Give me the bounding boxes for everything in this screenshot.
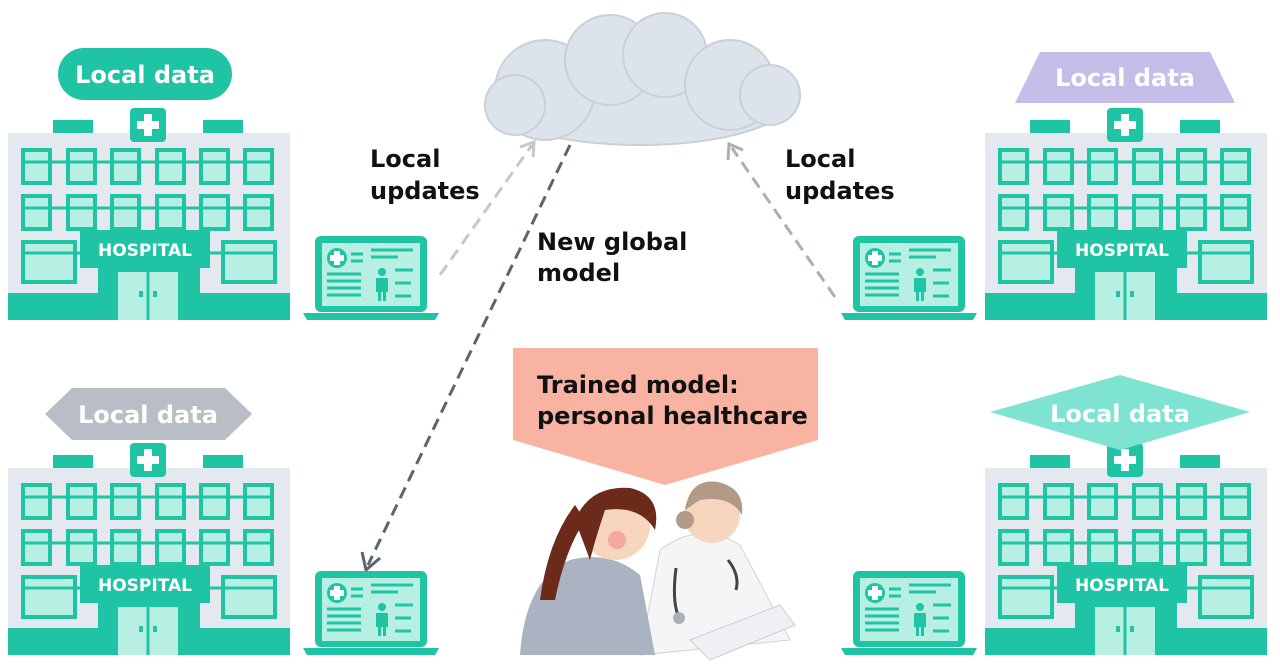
cloud-icon — [484, 12, 801, 146]
local-data-label: Local data — [75, 61, 215, 89]
arrow-new-global-model — [366, 144, 572, 566]
laptop-icon — [839, 234, 979, 322]
trained-model-callout — [513, 348, 818, 485]
hospital-top-right: HOSPITAL — [983, 106, 1269, 322]
laptop-icon — [301, 234, 441, 322]
hospital-sign: HOSPITAL — [1075, 241, 1169, 261]
local-updates-left-line1: Local — [370, 145, 440, 173]
laptop-icon — [301, 569, 441, 657]
local-data-label: Local data — [1055, 64, 1195, 92]
local-data-label: Local data — [78, 401, 218, 429]
callout-line2: personal healthcare — [537, 402, 808, 430]
local-data-label: Local data — [1050, 400, 1190, 428]
local-updates-right-line1: Local — [785, 145, 855, 173]
arrow-local-updates-left — [438, 144, 534, 276]
hospital-bottom-right: HOSPITAL — [983, 441, 1269, 657]
callout-line1: Trained model: — [537, 371, 739, 399]
hospital-top-left: HOSPITAL — [6, 106, 292, 322]
patient-doctor-illustration — [520, 481, 796, 661]
hospital-bottom-left: HOSPITAL — [6, 441, 292, 657]
laptop-icon — [839, 569, 979, 657]
hospital-sign: HOSPITAL — [1075, 576, 1169, 596]
arrowhead-left — [519, 139, 536, 158]
local-data-badge-pill — [58, 48, 232, 100]
arrowhead-global — [360, 551, 381, 573]
local-data-badge-trapezoid — [1015, 52, 1235, 103]
arrow-local-updates-right — [730, 147, 837, 298]
local-data-badge-diamond — [990, 375, 1250, 450]
arrowhead-right — [726, 141, 744, 161]
local-updates-left-line2: updates — [370, 177, 480, 205]
hospital-sign: HOSPITAL — [98, 241, 192, 261]
hospital-sign: HOSPITAL — [98, 576, 192, 596]
local-updates-right-line2: updates — [785, 177, 895, 205]
new-global-model-line1: New global — [537, 228, 687, 256]
local-data-badge-hexagon — [45, 388, 252, 440]
new-global-model-line2: model — [537, 259, 620, 287]
